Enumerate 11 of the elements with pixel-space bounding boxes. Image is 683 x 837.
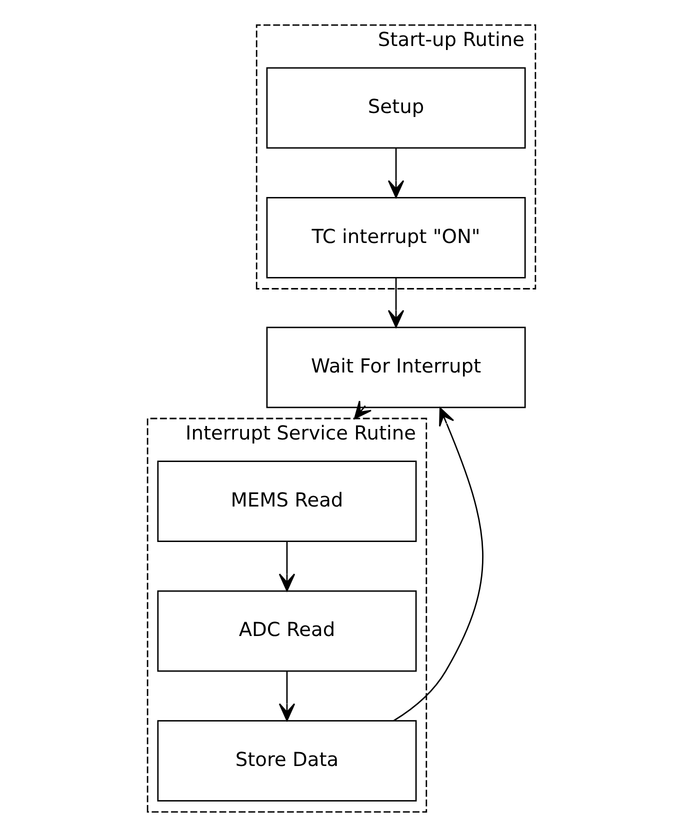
node-box: TC interrupt "ON" (266, 196, 526, 278)
arrow (393, 407, 484, 722)
node-box: Store Data (157, 720, 417, 802)
arrow (388, 148, 404, 198)
arrow (388, 278, 404, 328)
arrow (354, 400, 372, 420)
node-box: Setup (266, 67, 526, 149)
node-box: ADC Read (157, 590, 417, 672)
arrow (278, 671, 296, 722)
arrow (278, 541, 296, 592)
node-box: MEMS Read (157, 460, 417, 542)
